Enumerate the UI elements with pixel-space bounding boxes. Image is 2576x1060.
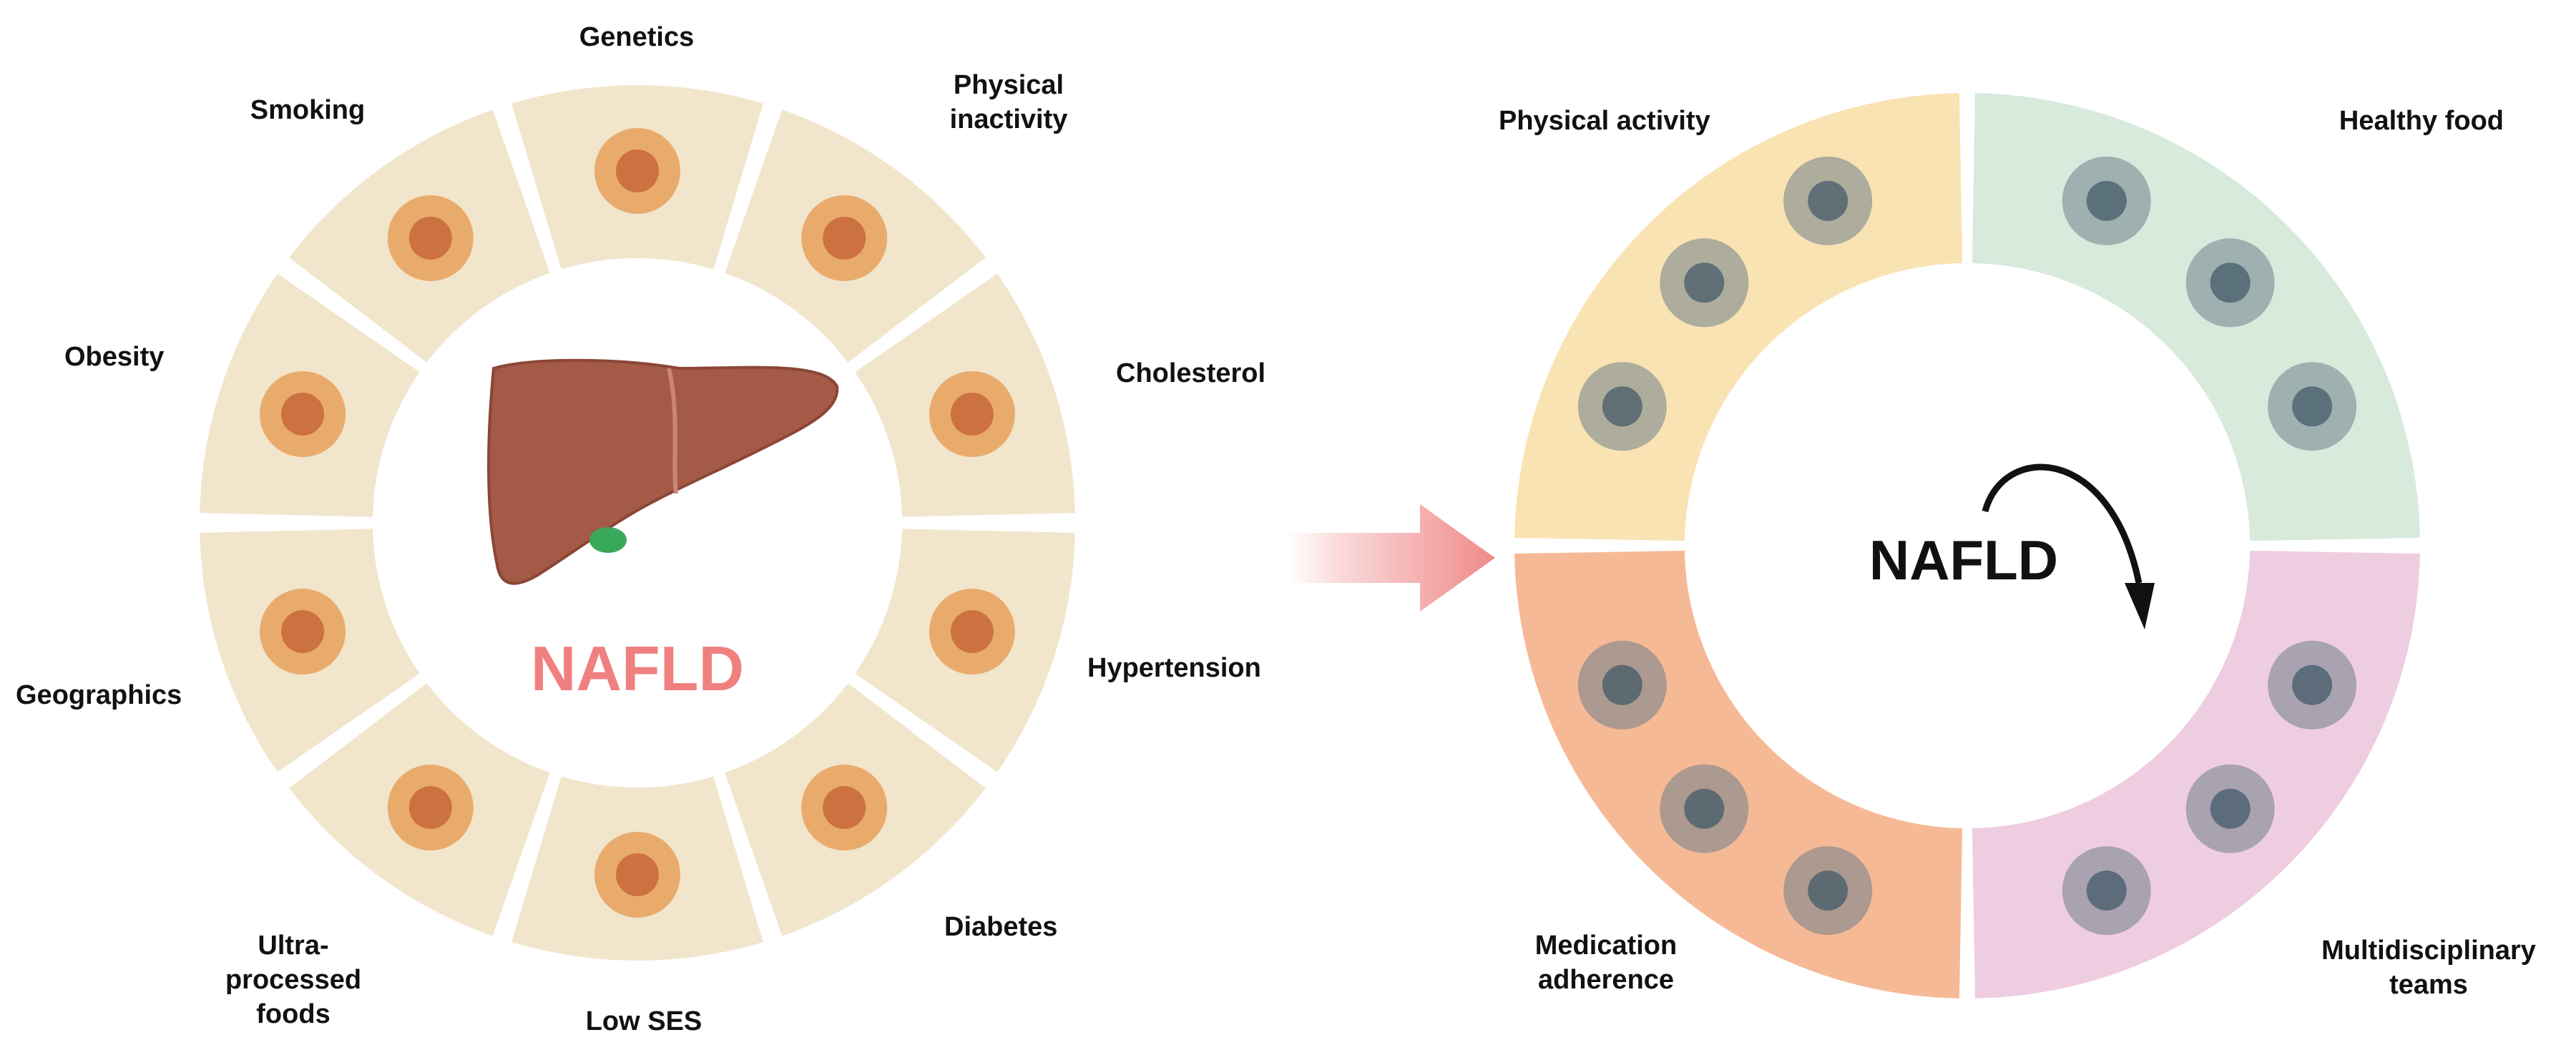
factor-label-obesity: Obesity: [64, 342, 165, 372]
quadrant-segment: [1514, 93, 1963, 541]
vial-icon: [1660, 764, 1749, 853]
liver-lobe-divider: [667, 368, 678, 494]
center-disc: [373, 258, 902, 787]
transition-arrow: [1288, 504, 1495, 612]
exercise-bike-icon: [1783, 156, 1873, 245]
lipoprotein-icon: [929, 370, 1015, 457]
doctor-icon: [2268, 640, 2357, 730]
factor-segment: [725, 109, 986, 363]
factor-segment: [855, 529, 1075, 772]
syringe-icon: [1783, 846, 1873, 936]
center-disc: [1685, 263, 2250, 828]
factor-segment: [289, 109, 550, 363]
liver-icon: [487, 358, 839, 585]
nurse-icon: [2062, 846, 2151, 936]
right-center: NAFLD: [1869, 463, 2155, 629]
leg-muscle-icon: [1577, 362, 1667, 451]
factor-label-diabetes: Diabetes: [944, 912, 1058, 942]
factor-segment: [200, 273, 420, 517]
factor-label-low-ses: Low SES: [585, 1006, 702, 1036]
glucometer-icon: [801, 765, 888, 851]
right-center-label: NAFLD: [1869, 529, 2058, 592]
tv-sitting-person-icon: [801, 195, 888, 281]
leg-press-machine-icon: [1660, 238, 1749, 328]
quadrant-segment: [1514, 550, 1963, 998]
gallbladder-icon: [589, 527, 627, 553]
blood-pressure-cuff-icon: [929, 589, 1015, 675]
quadrant-label-multidisciplinary-teams: Multidisciplinary teams: [2321, 936, 2536, 1000]
risk-factor-wheel: [200, 84, 1075, 961]
factor-label-geographics: Geographics: [16, 680, 182, 710]
factor-label-ultra-processed-foods: Ultra- processed foods: [225, 931, 362, 1029]
factor-segment: [855, 273, 1075, 517]
intervention-wheel: [1514, 93, 2420, 998]
fish-icon: [2185, 238, 2275, 328]
quadrant-label-medication-adherence: Medication adherence: [1534, 931, 1678, 995]
elderly-person-child-icon: [594, 832, 680, 918]
factor-segment: [725, 683, 986, 936]
junk-food-icon: [387, 765, 474, 851]
broccoli-icon: [2062, 156, 2151, 245]
caduceus-icon: [2185, 764, 2275, 853]
quadrant-segment: [1972, 550, 2420, 998]
pear-icon: [2268, 362, 2357, 451]
left-center-label: NAFLD: [531, 633, 744, 704]
factor-segment: [200, 529, 420, 772]
obese-person-icon: [260, 370, 346, 457]
curved-arrow-icon: [1982, 463, 2142, 584]
globe-icon: [260, 589, 346, 675]
capsules-icon: [1577, 640, 1667, 730]
liver-center: NAFLD: [487, 358, 839, 704]
quadrant-segment: [1972, 93, 2420, 541]
factor-label-hypertension: Hypertension: [1087, 653, 1261, 683]
factor-segment: [289, 683, 550, 936]
cigarette-icon: [387, 195, 474, 281]
factor-label-smoking: Smoking: [250, 95, 366, 125]
arrow-shape: [1288, 504, 1495, 612]
factor-segment: [511, 84, 763, 270]
quadrant-label-physical-activity: Physical activity: [1499, 106, 1710, 136]
factor-segment: [511, 776, 763, 961]
factor-label-cholesterol: Cholesterol: [1116, 358, 1266, 388]
factor-label-physical-inactivity: Physical inactivity: [949, 70, 1068, 134]
dna-icon: [594, 128, 680, 214]
factor-label-genetics: Genetics: [579, 22, 695, 52]
arrow-head-icon: [2125, 583, 2155, 629]
quadrant-label-healthy-food: Healthy food: [2339, 106, 2504, 136]
